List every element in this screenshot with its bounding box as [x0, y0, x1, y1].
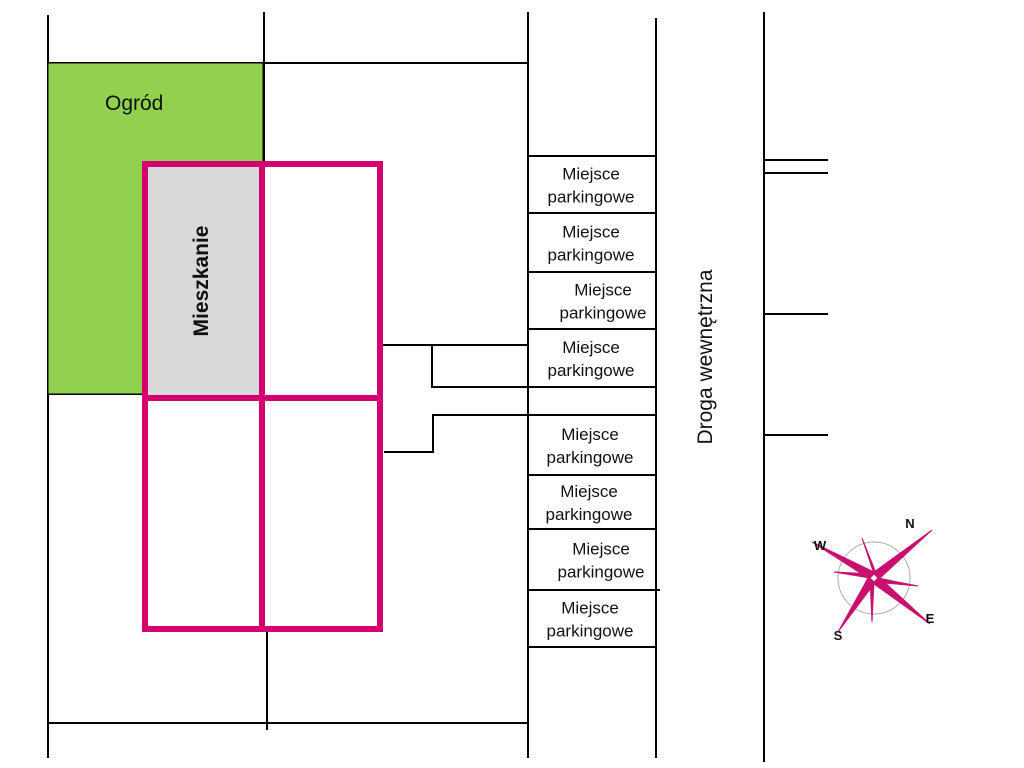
building-outline — [142, 161, 383, 632]
apartment-area — [148, 167, 262, 395]
compass-n: N — [905, 516, 914, 531]
compass-rose: N E S W — [811, 516, 935, 643]
parking-label-line1: Miejsce — [561, 599, 619, 618]
compass-e: E — [926, 611, 935, 626]
parking-label-line2: parkingowe — [548, 246, 635, 265]
parking-label-line1: Miejsce — [560, 482, 618, 501]
garden-label: Ogród — [105, 92, 163, 115]
apartment-label: Mieszkanie — [190, 226, 213, 337]
parking-label-line2: parkingowe — [547, 448, 634, 467]
compass-w: W — [814, 538, 827, 553]
road-label: Droga wewnętrzna — [694, 269, 717, 444]
parking-label-line1: Miejsce — [561, 425, 619, 444]
parking-label-line2: parkingowe — [546, 505, 633, 524]
parking-spaces: MiejsceparkingoweMiejsceparkingoweMiejsc… — [528, 155, 660, 648]
parking-label-line2: parkingowe — [548, 361, 635, 380]
parking-label-line2: parkingowe — [547, 622, 634, 641]
parking-label-line1: Miejsce — [562, 165, 620, 184]
parking-label-line2: parkingowe — [548, 188, 635, 207]
parking-label-line1: Miejsce — [562, 338, 620, 357]
parking-label-line1: Miejsce — [572, 540, 630, 559]
parking-label-line1: Miejsce — [574, 281, 632, 300]
compass-s: S — [834, 628, 843, 643]
parking-label-line2: parkingowe — [558, 563, 645, 582]
parking-label-line2: parkingowe — [560, 304, 647, 323]
parking-label-line1: Miejsce — [562, 223, 620, 242]
